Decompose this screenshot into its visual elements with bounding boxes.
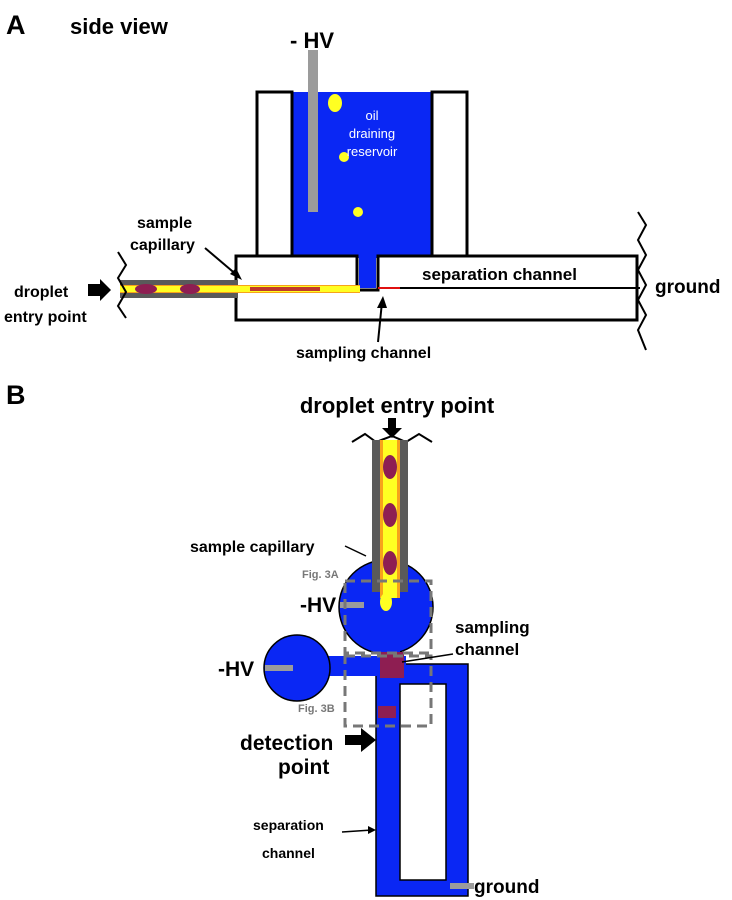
sample-capillary-pointer-b [344, 545, 367, 557]
hv-electrode [308, 50, 318, 212]
fig3b-box [343, 654, 433, 728]
separation-channel-outline [375, 663, 469, 897]
sampling-label-2: channel [455, 640, 519, 659]
oil-droplet [353, 207, 363, 217]
reservoir-label-2: draining [349, 126, 395, 141]
panel-a: A side view - HV oil draining reservoir [4, 10, 720, 362]
reservoir-label-1: oil [365, 108, 378, 123]
panel-b: B droplet entry point Fig. 3A [6, 380, 539, 898]
pointer-arrowhead [230, 268, 242, 280]
separation-label-2: channel [262, 845, 315, 861]
sampling-pointer-b [401, 653, 454, 663]
separation-label-1: separation [253, 817, 324, 833]
oil-droplet [339, 152, 349, 162]
sample-capillary-label-b: sample capillary [190, 539, 315, 556]
sampling-channel-fill [359, 256, 376, 288]
fig3b-label: Fig. 3B [298, 703, 335, 715]
break-line-right [636, 211, 648, 351]
separation-channel-label: separation channel [422, 265, 577, 284]
pointer-arrowhead [377, 296, 387, 308]
break-line-left [116, 251, 128, 319]
hv-label-top: -HV [300, 594, 336, 617]
hv-electrode-top [340, 602, 364, 608]
left-reservoir [263, 634, 331, 702]
sample-plug [135, 284, 157, 294]
hv-electrode-left [265, 665, 293, 671]
break-line-top [351, 432, 433, 444]
sample-capillary-pointer [204, 247, 239, 277]
separation-pointer-b [341, 829, 373, 833]
separation-channel-inner [399, 683, 447, 881]
oil-droplet-b [380, 593, 392, 611]
sampling-channel-pointer [377, 301, 383, 343]
sample-plug-stretched [250, 287, 320, 291]
droplet-entry-arrow-b [382, 418, 402, 438]
detection-label-2: point [278, 756, 329, 779]
sample-plug-b [383, 551, 397, 575]
sample-capillary-label-1: sample [137, 215, 192, 232]
reservoir-wall-left [255, 90, 294, 260]
sampling-channel-label: sampling channel [296, 345, 431, 362]
droplet-entry-label-1: droplet [14, 284, 69, 301]
ground-electrode [450, 883, 474, 889]
reservoir-label-3: reservoir [347, 144, 398, 159]
pointer-arrowhead [368, 826, 376, 834]
droplet-entry-arrow [88, 279, 111, 301]
side-view-title: side view [70, 14, 169, 39]
fig3a-label: Fig. 3A [302, 569, 339, 581]
detection-label-1: detection [240, 732, 333, 755]
sample-plug [180, 284, 200, 294]
fig3a-box [343, 579, 433, 655]
sample-capillary-label-2: capillary [130, 237, 195, 254]
capillary-fluid [120, 286, 360, 292]
ground-label-a: ground [655, 277, 720, 298]
droplet-entry-label-2: entry point [4, 309, 87, 326]
sample-plug-b [383, 503, 397, 527]
droplet-entry-label-b: droplet entry point [300, 393, 495, 418]
hv-label-a: - HV [290, 28, 334, 53]
ground-label-b: ground [474, 877, 539, 898]
reservoir-wall-right [430, 90, 469, 260]
hv-label-left: -HV [218, 658, 254, 681]
oil-droplet [328, 94, 342, 112]
panel-a-letter: A [6, 10, 26, 40]
panel-b-letter: B [6, 380, 26, 410]
detection-arrow [345, 728, 376, 752]
sample-band [378, 706, 396, 718]
sampling-label-1: sampling [455, 618, 530, 637]
sample-plug-b [383, 455, 397, 479]
